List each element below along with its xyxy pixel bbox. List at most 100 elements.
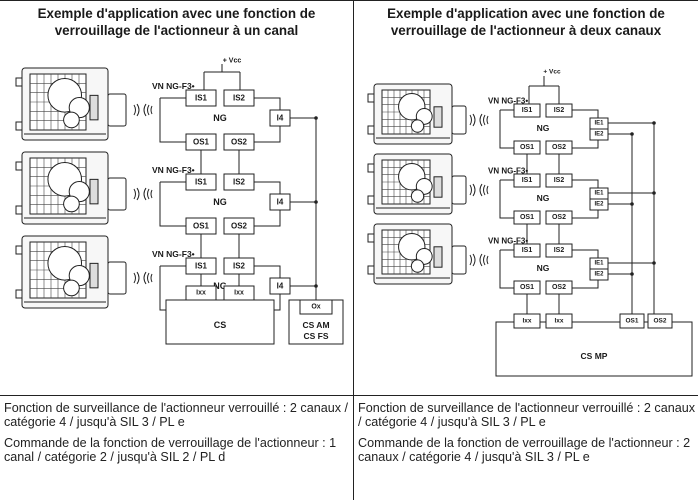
- ng-loop: [254, 97, 281, 110]
- reader-1: [451, 105, 467, 135]
- wave-arc: [469, 254, 472, 266]
- machine-3: [367, 223, 453, 285]
- right-title: Exemple d'application avec une fonction …: [387, 6, 665, 38]
- os2-3-label: OS2: [552, 284, 566, 291]
- is1-1-label: IS1: [195, 94, 208, 103]
- rfid-waves-2: [469, 183, 489, 197]
- wave-arc: [479, 183, 483, 197]
- left-title: Exemple d'application avec une fonction …: [37, 6, 316, 38]
- vcc-label: + Vcc: [223, 58, 242, 65]
- gear-icon: [410, 259, 425, 273]
- machine-hinge: [15, 77, 23, 87]
- wave-arc: [147, 272, 150, 284]
- cs-os2-label: OS2: [653, 318, 666, 325]
- machine-2: [367, 153, 453, 215]
- ng-loop: [572, 140, 599, 149]
- is1-1-label: IS1: [522, 107, 533, 114]
- wave-arc: [469, 114, 472, 126]
- top-rule: [354, 0, 698, 1]
- ie2-2-label: IE2: [594, 202, 604, 208]
- cs-fs-label: CS FS: [303, 331, 328, 341]
- wave-arc: [136, 103, 140, 117]
- os2-2-label: OS2: [231, 222, 248, 231]
- wave-arc: [150, 189, 153, 199]
- machine-hinge: [367, 233, 375, 243]
- ixx-1: [513, 313, 541, 329]
- is1-1: [513, 103, 541, 118]
- device-label-2: VN NG-F3•: [488, 167, 528, 176]
- cs-mp-box: [495, 321, 693, 377]
- wave-arc: [486, 255, 489, 265]
- is1-3-label: IS1: [522, 247, 533, 254]
- wave-arc: [483, 254, 486, 266]
- os1-1-label: OS1: [193, 138, 210, 147]
- actuator: [433, 106, 443, 128]
- ng-loop: [572, 179, 599, 188]
- wave-arc: [479, 253, 483, 267]
- ng-label-2: NG: [213, 197, 227, 207]
- is2-3-label: IS2: [233, 262, 246, 271]
- machine-hinge: [367, 163, 375, 173]
- machine-hinge: [15, 205, 23, 215]
- ng-label-1: NG: [213, 113, 227, 123]
- ixx-1-label: Ixx: [196, 290, 206, 297]
- ng-loop: [254, 181, 281, 194]
- device-label-3: VN NG-F3•: [488, 237, 528, 246]
- ie1-1-label: IE1: [594, 121, 604, 127]
- ng-loop: [572, 280, 599, 289]
- i4-2-label: I4: [277, 198, 284, 207]
- os2-1-label: OS2: [552, 144, 566, 151]
- ixx-2: [545, 313, 573, 329]
- ng-label-3: NG: [213, 281, 227, 291]
- vcc-label: + Vcc: [543, 69, 561, 76]
- cs-os2: [647, 313, 673, 329]
- gear-icon: [410, 189, 425, 203]
- actuator: [89, 94, 99, 121]
- wave-arc: [472, 183, 476, 197]
- i4-3-label: I4: [277, 282, 284, 291]
- actuator: [89, 178, 99, 205]
- right-description: Fonction de surveillance de l'actionneur…: [358, 401, 696, 471]
- gear-icon: [63, 279, 80, 297]
- os1-2-label: OS1: [520, 214, 534, 221]
- machine-hinge: [367, 195, 375, 205]
- is1-1: [185, 89, 217, 107]
- wave-arc: [486, 185, 489, 195]
- wave-arc: [150, 273, 153, 283]
- left-desc-rule: [0, 395, 353, 396]
- machine-hinge: [367, 265, 375, 275]
- ng-loop: [572, 210, 599, 219]
- os1-2-label: OS1: [193, 222, 210, 231]
- ng-loop: [499, 180, 514, 219]
- is1-3: [513, 243, 541, 258]
- wave-arc: [143, 103, 147, 117]
- is2-2-label: IS2: [233, 178, 246, 187]
- ng-loop: [159, 182, 186, 227]
- is2-3-label: IS2: [554, 247, 565, 254]
- is1-2-label: IS1: [195, 178, 208, 187]
- rfid-waves-1: [133, 103, 153, 117]
- machine-hinge: [15, 121, 23, 131]
- ie1-3-label: IE1: [594, 261, 604, 267]
- reader-1: [107, 93, 127, 127]
- device-label-2: VN NG-F3•: [152, 165, 195, 175]
- machine-hinge: [367, 93, 375, 103]
- machine-2: [15, 151, 109, 225]
- reader-2: [107, 177, 127, 211]
- ie2-1-label: IE2: [594, 132, 604, 138]
- os1-3-label: OS1: [520, 284, 534, 291]
- ng-loop: [254, 210, 281, 227]
- rfid-waves-1: [469, 113, 489, 127]
- machine-1: [367, 83, 453, 145]
- machine-hinge: [367, 125, 375, 135]
- ox-box-front: [299, 299, 333, 315]
- os2-1-label: OS2: [231, 138, 248, 147]
- ixx-1-label: Ixx: [522, 318, 531, 325]
- left-desc-monitoring: Fonction de surveillance de l'actionneur…: [4, 401, 349, 429]
- gear-icon: [63, 195, 80, 213]
- ng-loop: [572, 109, 599, 118]
- wave-arc: [472, 253, 476, 267]
- wave-arc: [133, 188, 136, 200]
- ng-label-3: NG: [537, 263, 550, 273]
- right-desc-locking: Commande de la fonction de verrouillage …: [358, 436, 691, 464]
